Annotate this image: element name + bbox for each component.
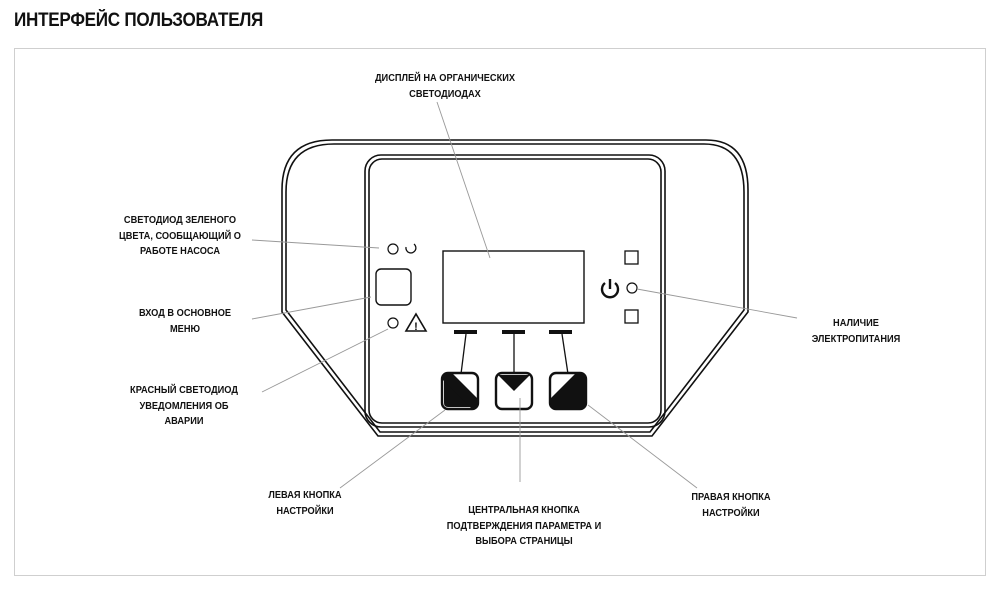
indicator-square-bottom [624,309,639,324]
device-panel [364,154,666,428]
label-menu: ВХОД В ОСНОВНОЕ МЕНЮ [138,307,232,335]
device-outer-outline-inner [285,143,745,433]
soft-key-indicator-right [549,330,572,334]
page-title: ИНТЕРФЕЙС ПОЛЬЗОВАТЕЛЯ [14,10,264,31]
power-led [626,282,638,294]
menu-button [375,268,412,306]
soft-key-indicator-center [502,330,525,334]
leader-red-led [261,328,389,393]
label-left-button: ЛЕВАЯ КНОПКА НАСТРОЙКИ [268,489,342,517]
diagram-frame [14,48,986,576]
left-setting-button[interactable] [440,371,480,411]
right-setting-button[interactable] [548,371,588,411]
label-green-led: СВЕТОДИОД ЗЕЛЕНОГО ЦВЕТА, СООБЩАЮЩИЙ О Р… [119,214,241,257]
leader-left-button [339,409,446,489]
label-oled-display: ДИСПЛЕЙ НА ОРГАНИЧЕСКИХ СВЕТОДИОДАХ [374,72,516,100]
pump-rotation-icon [405,243,417,254]
svg-text:!: ! [414,321,418,333]
device-outer-outline [281,139,749,437]
indicator-square-top [624,250,639,265]
leader-display [436,101,491,259]
center-confirm-button[interactable] [494,371,534,411]
green-led [387,243,399,255]
label-power: НАЛИЧИЕ ЭЛЕКТРОПИТАНИЯ [811,317,901,345]
warning-icon [404,312,428,332]
soft-key-indicator-left [454,330,477,334]
device-panel-inner [368,158,662,424]
leader-right-button [587,404,698,489]
red-led [387,317,399,329]
label-center-button: ЦЕНТРАЛЬНАЯ КНОПКА ПОДТВЕРЖДЕНИЯ ПАРАМЕТ… [446,504,602,547]
label-red-led: КРАСНЫЙ СВЕТОДИОД УВЕДОМЛЕНИЯ ОБ АВАРИИ [130,384,238,427]
leader-power [636,288,798,319]
leader-menu [251,296,372,320]
leader-green-led [251,239,380,249]
power-icon [600,282,620,299]
oled-display [442,250,585,324]
label-right-button: ПРАВАЯ КНОПКА НАСТРОЙКИ [691,491,771,519]
